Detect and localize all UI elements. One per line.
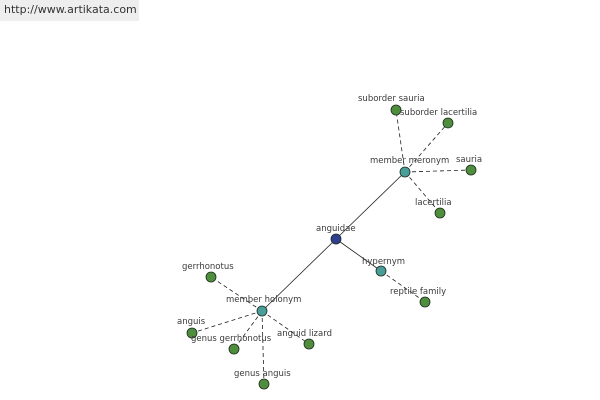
edge-member-holonym-anguis xyxy=(191,310,263,334)
edge-anguidae-member-meronym xyxy=(335,171,406,240)
relation-label-hypernym: hypernym xyxy=(362,257,405,267)
term-node-genus-anguis[interactable] xyxy=(258,378,270,390)
labels-layer: anguidae member meronym suborder sauria sub… xyxy=(177,94,482,379)
term-label-anguid-lizard: anguid lizard xyxy=(277,329,332,339)
edge-hypernym-reptile-family xyxy=(380,270,426,303)
term-node-suborder-sauria[interactable] xyxy=(390,104,402,116)
edge-member-holonym-genus-anguis xyxy=(261,310,265,385)
edge-member-meronym-lacertilia xyxy=(404,171,441,214)
edge-member-meronym-suborder-sauria xyxy=(395,109,406,173)
nodes-layer xyxy=(186,104,477,390)
term-node-lacertilia[interactable] xyxy=(434,207,446,219)
edges-layer xyxy=(191,109,472,385)
center-node-anguidae[interactable] xyxy=(330,233,342,245)
edge-anguidae-member-holonym xyxy=(261,238,337,312)
source-url-badge: http://www.artikata.com xyxy=(0,0,139,21)
relation-node-hypernym[interactable] xyxy=(375,265,387,277)
term-node-suborder-lacertilia[interactable] xyxy=(442,117,454,129)
source-url[interactable]: http://www.artikata.com xyxy=(4,3,137,16)
term-label-reptile-family: reptile family xyxy=(390,287,446,297)
center-node-label: anguidae xyxy=(316,224,356,234)
term-label-sauria: sauria xyxy=(456,155,482,165)
term-node-gerrhonotus[interactable] xyxy=(205,271,217,283)
term-node-genus-gerrhonotus[interactable] xyxy=(228,343,240,355)
term-label-lacertilia: lacertilia xyxy=(415,198,452,208)
term-label-genus-gerrhonotus: genus gerrhonotus xyxy=(191,334,272,344)
term-node-sauria[interactable] xyxy=(465,164,477,176)
relation-node-member-holonym[interactable] xyxy=(256,305,268,317)
term-label-suborder-sauria: suborder sauria xyxy=(358,94,425,104)
relation-node-member-meronym[interactable] xyxy=(399,166,411,178)
term-node-reptile-family[interactable] xyxy=(419,296,431,308)
relation-label-member-holonym: member holonym xyxy=(226,295,301,305)
term-label-suborder-lacertilia: suborder lacertilia xyxy=(400,108,477,118)
edge-member-meronym-sauria xyxy=(404,169,472,173)
edge-member-meronym-suborder-lacertilia xyxy=(404,122,449,173)
term-label-anguis: anguis xyxy=(177,317,206,327)
term-label-genus-anguis: genus anguis xyxy=(234,369,291,379)
edge-member-holonym-genus-gerrhonotus xyxy=(233,310,263,350)
edge-anguidae-hypernym xyxy=(335,238,382,272)
edge-member-holonym-anguid-lizard xyxy=(261,310,310,345)
relation-label-member-meronym: member meronym xyxy=(370,156,449,166)
term-node-anguis[interactable] xyxy=(186,327,198,339)
term-node-anguid-lizard[interactable] xyxy=(303,338,315,350)
term-label-gerrhonotus: gerrhonotus xyxy=(182,262,234,272)
edge-member-holonym-gerrhonotus xyxy=(210,276,263,312)
